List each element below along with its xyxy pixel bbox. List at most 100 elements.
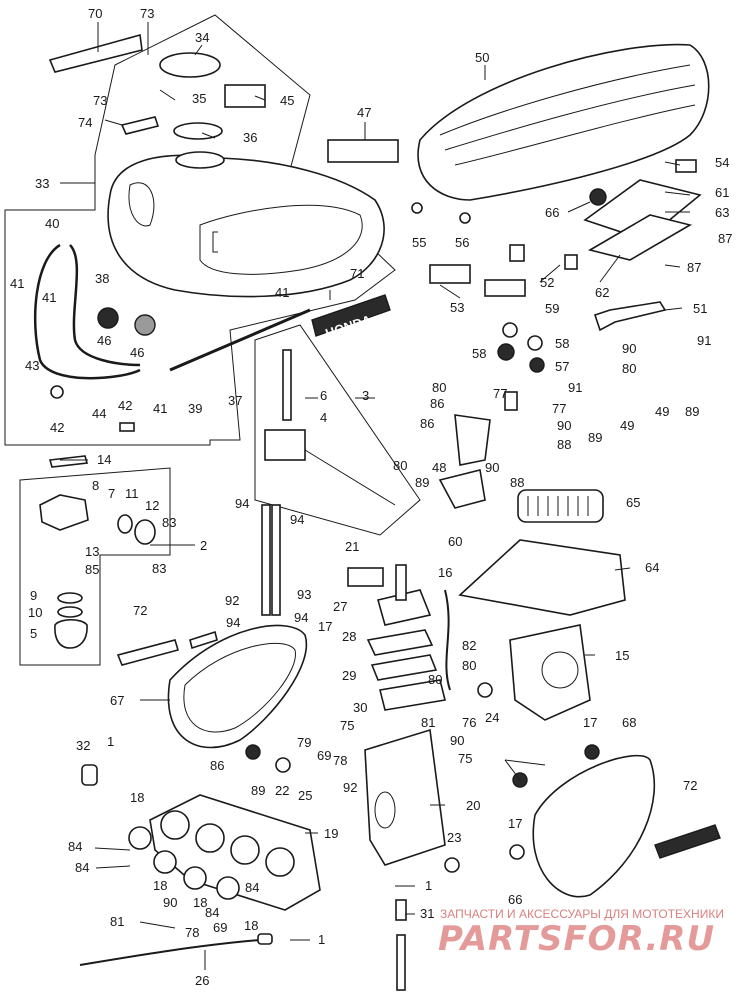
part-66-grommet-b bbox=[509, 844, 525, 860]
callout-18: 18 bbox=[193, 895, 207, 910]
callout-90: 90 bbox=[450, 733, 464, 748]
callout-49: 49 bbox=[620, 418, 634, 433]
callout-40: 40 bbox=[45, 216, 59, 231]
part-21-cover bbox=[347, 567, 384, 587]
callout-94: 94 bbox=[226, 615, 240, 630]
intake-ring-2 bbox=[195, 823, 225, 853]
part-52-damper-b bbox=[564, 254, 578, 270]
callout-5: 5 bbox=[30, 626, 37, 641]
callout-4: 4 bbox=[320, 410, 327, 425]
callout-18: 18 bbox=[244, 918, 258, 933]
part-14-gasket bbox=[48, 455, 89, 468]
callout-labels: 70 73 73 74 34 35 45 36 33 47 50 54 61 6… bbox=[10, 6, 732, 988]
callout-84: 84 bbox=[245, 880, 259, 895]
callout-41: 41 bbox=[10, 276, 24, 291]
part-62-tray bbox=[587, 214, 693, 261]
callout-80: 80 bbox=[462, 658, 476, 673]
part-52-damper bbox=[509, 244, 525, 262]
callout-86: 86 bbox=[210, 758, 224, 773]
callout-10: 10 bbox=[28, 605, 42, 620]
part-27-rod bbox=[395, 564, 407, 601]
callout-86: 86 bbox=[430, 396, 444, 411]
callout-93: 93 bbox=[297, 587, 311, 602]
carb-group-outline bbox=[19, 467, 171, 666]
callout-66: 66 bbox=[508, 892, 522, 907]
callout-1: 1 bbox=[107, 734, 114, 749]
callout-68: 68 bbox=[622, 715, 636, 730]
part-26-cable bbox=[79, 939, 261, 966]
callout-72: 72 bbox=[683, 778, 697, 793]
callout-88: 88 bbox=[510, 475, 524, 490]
part-45-cap bbox=[224, 84, 266, 108]
watermark-brand: PARTSFOR.RU bbox=[438, 919, 715, 959]
callout-81: 81 bbox=[110, 914, 124, 929]
callout-33: 33 bbox=[35, 176, 49, 191]
part-38-valve bbox=[97, 307, 119, 329]
callout-82: 82 bbox=[462, 638, 476, 653]
part-18-band-c bbox=[183, 866, 207, 890]
callout-2: 2 bbox=[200, 538, 207, 553]
callout-20: 20 bbox=[466, 798, 480, 813]
callout-65: 65 bbox=[626, 495, 640, 510]
part-86-grommet bbox=[245, 744, 261, 760]
part-39-rubber bbox=[169, 308, 311, 372]
part-gasket-small bbox=[189, 630, 218, 650]
callout-43: 43 bbox=[25, 358, 39, 373]
side-cover-inner bbox=[183, 643, 296, 733]
callout-41: 41 bbox=[153, 401, 167, 416]
part-48-lever bbox=[454, 414, 491, 466]
part-31-rod bbox=[395, 899, 407, 921]
tank-filler-neck bbox=[175, 151, 225, 169]
part-6-filter bbox=[282, 349, 292, 421]
part-59-ring bbox=[502, 322, 518, 338]
callout-84: 84 bbox=[205, 905, 219, 920]
callout-62: 62 bbox=[595, 285, 609, 300]
callout-75: 75 bbox=[340, 718, 354, 733]
callout-19: 19 bbox=[324, 826, 338, 841]
callout-39: 39 bbox=[188, 401, 202, 416]
callout-72: 72 bbox=[133, 603, 147, 618]
callout-1: 1 bbox=[318, 932, 325, 947]
callout-14: 14 bbox=[97, 452, 111, 467]
part-15-airbox bbox=[509, 624, 591, 721]
part-18-band-d bbox=[216, 876, 240, 900]
part-68-side-cover bbox=[532, 754, 655, 898]
callout-49: 49 bbox=[655, 404, 669, 419]
callout-47: 47 bbox=[357, 105, 371, 120]
part-9-ring bbox=[57, 592, 83, 604]
part-58-grommet-b bbox=[527, 335, 543, 351]
callout-91: 91 bbox=[568, 380, 582, 395]
callout-80: 80 bbox=[428, 672, 442, 687]
callout-34: 34 bbox=[195, 30, 209, 45]
callout-58: 58 bbox=[472, 346, 486, 361]
part-40-hose bbox=[33, 243, 141, 380]
callout-90: 90 bbox=[557, 418, 571, 433]
callout-85: 85 bbox=[85, 562, 99, 577]
part-23-grommet bbox=[444, 857, 460, 873]
part-11-ring bbox=[117, 514, 133, 534]
callout-90: 90 bbox=[163, 895, 177, 910]
callout-52: 52 bbox=[540, 275, 554, 290]
callout-46: 46 bbox=[97, 333, 111, 348]
part-20-battery-box bbox=[364, 728, 446, 866]
callout-1: 1 bbox=[425, 878, 432, 893]
part-30-gasket bbox=[379, 679, 446, 711]
callout-90: 90 bbox=[622, 341, 636, 356]
part-67-side-cover bbox=[167, 624, 308, 749]
callout-88: 88 bbox=[557, 437, 571, 452]
callout-18: 18 bbox=[130, 790, 144, 805]
part-34-clamp bbox=[159, 52, 221, 78]
part-65-element bbox=[517, 489, 604, 523]
callout-55: 55 bbox=[412, 235, 426, 250]
callout-18: 18 bbox=[153, 878, 167, 893]
callout-38: 38 bbox=[95, 271, 109, 286]
callout-92: 92 bbox=[225, 593, 239, 608]
callout-80: 80 bbox=[432, 380, 446, 395]
tank-side-panel bbox=[199, 204, 363, 275]
callout-89: 89 bbox=[685, 404, 699, 419]
leader-lines bbox=[60, 22, 691, 970]
callout-31: 31 bbox=[420, 906, 434, 921]
callout-56: 56 bbox=[455, 235, 469, 250]
callout-91: 91 bbox=[697, 333, 711, 348]
part-5-float bbox=[54, 618, 88, 649]
